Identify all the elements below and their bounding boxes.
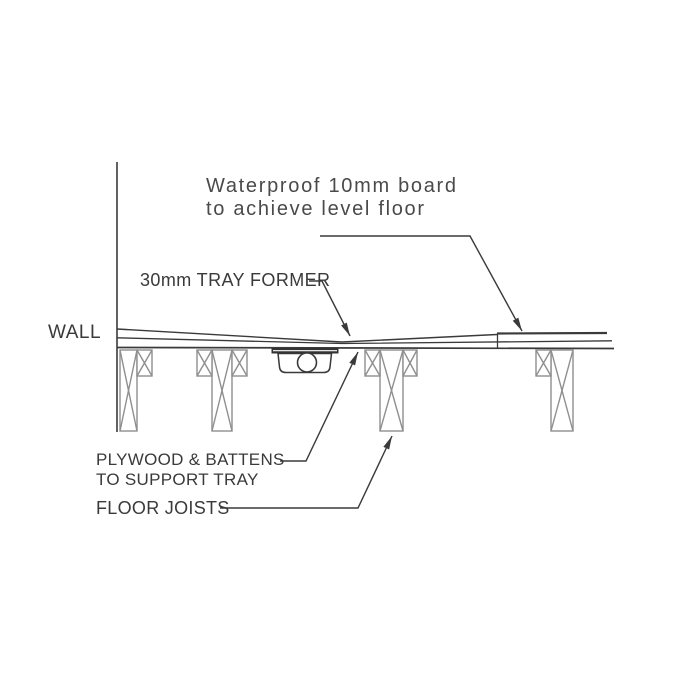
- floor-joists-label: FLOOR JOISTS: [96, 498, 230, 518]
- drain-outlet-circle: [296, 352, 318, 373]
- tray-former-leader: [309, 280, 351, 337]
- floor-joist: [550, 349, 574, 432]
- waterproof-board-label: Waterproof 10mm board to achieve level f…: [206, 175, 458, 221]
- waterproof-board-top-line: [496, 331, 608, 335]
- floor-joist: [211, 349, 233, 432]
- floor-joists-leader: [220, 435, 393, 509]
- plywood-bottom-line: [116, 346, 615, 350]
- plywood-battens-label-line1: PLYWOOD & BATTENS: [96, 450, 285, 469]
- plywood-battens-label-line2: TO SUPPORT TRAY: [96, 470, 259, 489]
- plywood-top-line: [116, 337, 613, 345]
- support-batten: [136, 349, 153, 377]
- support-batten: [402, 349, 418, 377]
- waterproof-board-leader: [320, 235, 523, 332]
- floor-joist: [119, 349, 138, 432]
- floor-joist: [379, 349, 404, 432]
- support-batten: [364, 349, 381, 377]
- support-batten: [535, 349, 552, 377]
- support-batten: [196, 349, 213, 377]
- waterproof-board-label-line1: Waterproof 10mm board: [206, 175, 458, 197]
- plywood-battens-label: PLYWOOD & BATTENS TO SUPPORT TRAY: [96, 450, 285, 490]
- tray-former-label: 30mm TRAY FORMER: [140, 270, 331, 290]
- tray-former-top-line: [116, 328, 498, 343]
- waterproof-board-label-line2: to achieve level floor: [206, 198, 426, 220]
- linear-drain: [271, 348, 339, 374]
- wall-label: WALL: [48, 322, 102, 343]
- support-batten: [231, 349, 248, 377]
- plywood-battens-leader: [280, 351, 359, 462]
